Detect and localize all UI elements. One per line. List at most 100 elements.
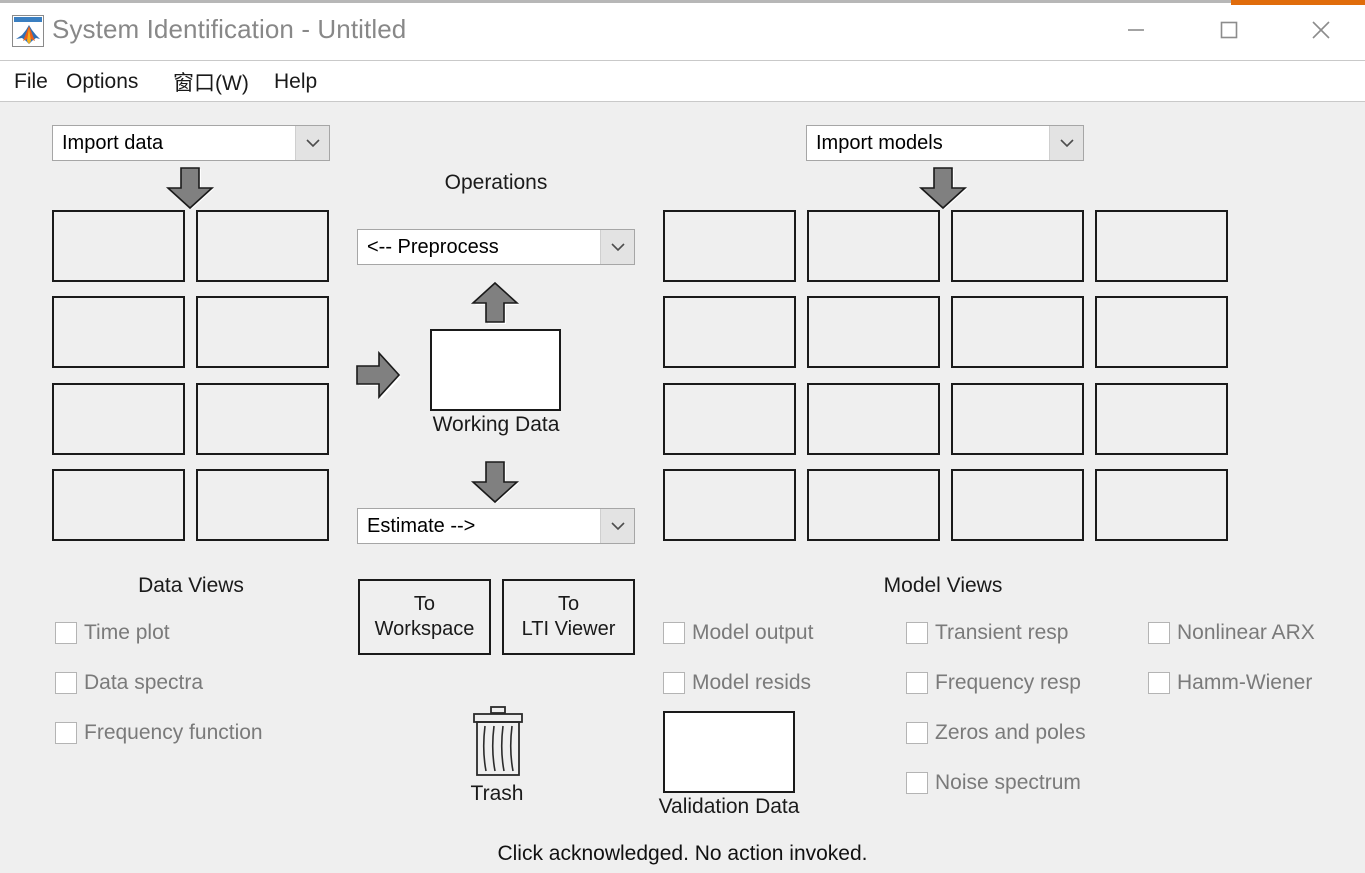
checkbox-box[interactable]	[663, 672, 685, 694]
menu-bar: File Options 窗口(W) Help	[0, 60, 1365, 102]
main-content: Import data Data Views Time plot Dat	[0, 103, 1365, 873]
checkbox-box[interactable]	[1148, 672, 1170, 694]
checkbox-data-spectra[interactable]: Data spectra	[55, 671, 203, 695]
chevron-down-icon[interactable]	[1049, 126, 1083, 160]
checkbox-label: Noise spectrum	[935, 771, 1081, 794]
close-icon[interactable]	[1291, 0, 1351, 60]
data-cell[interactable]	[52, 383, 185, 455]
working-data-box[interactable]	[430, 329, 561, 411]
data-cell[interactable]	[196, 469, 329, 541]
model-views-title: Model Views	[883, 574, 1003, 597]
to-lti-viewer-button[interactable]: To LTI Viewer	[502, 579, 635, 655]
checkbox-model-resids[interactable]: Model resids	[663, 671, 811, 695]
arrow-up-icon	[468, 281, 526, 330]
checkbox-label: Frequency function	[84, 721, 263, 744]
validation-data-label: Validation Data	[658, 795, 800, 818]
checkbox-box[interactable]	[1148, 622, 1170, 644]
minimize-icon[interactable]	[1106, 0, 1166, 60]
model-cell[interactable]	[663, 296, 796, 368]
trash-icon[interactable]	[467, 706, 529, 783]
checkbox-box[interactable]	[55, 672, 77, 694]
estimate-dropdown[interactable]: Estimate -->	[357, 508, 635, 544]
chevron-down-icon[interactable]	[600, 509, 634, 543]
estimate-value: Estimate -->	[367, 514, 476, 537]
model-cell[interactable]	[1095, 210, 1228, 282]
preprocess-dropdown[interactable]: <-- Preprocess	[357, 229, 635, 265]
data-cell[interactable]	[196, 296, 329, 368]
checkbox-box[interactable]	[55, 722, 77, 744]
checkbox-time-plot[interactable]: Time plot	[55, 621, 170, 645]
menu-item-window[interactable]: 窗口(W)	[173, 71, 249, 95]
to-lti-viewer-line2: LTI Viewer	[521, 618, 616, 640]
checkbox-nonlinear-arx[interactable]: Nonlinear ARX	[1148, 621, 1315, 645]
chevron-down-icon[interactable]	[295, 126, 329, 160]
checkbox-box[interactable]	[906, 722, 928, 744]
validation-data-box[interactable]	[663, 711, 795, 793]
menu-item-help[interactable]: Help	[274, 69, 318, 93]
to-workspace-line1: To	[413, 593, 436, 615]
checkbox-label: Nonlinear ARX	[1177, 621, 1315, 644]
checkbox-label: Transient resp	[935, 621, 1069, 644]
data-cell[interactable]	[52, 296, 185, 368]
model-cell[interactable]	[951, 210, 1084, 282]
checkbox-box[interactable]	[906, 672, 928, 694]
checkbox-label: Data spectra	[84, 671, 204, 694]
model-cell[interactable]	[663, 210, 796, 282]
model-cell[interactable]	[807, 296, 940, 368]
window-title: System Identification - Untitled	[52, 14, 407, 44]
checkbox-box[interactable]	[55, 622, 77, 644]
checkbox-box[interactable]	[906, 772, 928, 794]
menu-item-options[interactable]: Options	[66, 69, 139, 93]
model-cell[interactable]	[951, 469, 1084, 541]
chevron-down-icon[interactable]	[600, 230, 634, 264]
operations-title: Operations	[444, 171, 548, 194]
arrow-down-icon	[916, 167, 974, 216]
to-workspace-line2: Workspace	[374, 618, 475, 640]
data-cell[interactable]	[52, 210, 185, 282]
data-cell[interactable]	[196, 383, 329, 455]
model-cell[interactable]	[807, 210, 940, 282]
model-cell[interactable]	[807, 469, 940, 541]
checkbox-label: Model resids	[692, 671, 812, 694]
checkbox-box[interactable]	[663, 622, 685, 644]
data-cell[interactable]	[196, 210, 329, 282]
arrow-down-icon	[163, 167, 221, 216]
checkbox-label: Time plot	[84, 621, 170, 644]
checkbox-box[interactable]	[906, 622, 928, 644]
import-data-dropdown[interactable]: Import data	[52, 125, 330, 161]
checkbox-transient-resp[interactable]: Transient resp	[906, 621, 1068, 645]
to-workspace-button[interactable]: To Workspace	[358, 579, 491, 655]
import-models-dropdown[interactable]: Import models	[806, 125, 1084, 161]
model-cell[interactable]	[663, 469, 796, 541]
model-cell[interactable]	[663, 383, 796, 455]
working-data-label: Working Data	[432, 413, 560, 436]
model-cell[interactable]	[951, 383, 1084, 455]
status-message: Click acknowledged. No action invoked.	[497, 842, 868, 865]
menu-item-file[interactable]: File	[14, 69, 48, 93]
model-cell[interactable]	[807, 383, 940, 455]
window-top-border	[0, 0, 1231, 3]
checkbox-model-output[interactable]: Model output	[663, 621, 813, 645]
import-data-value: Import data	[62, 131, 164, 154]
checkbox-noise-spectrum[interactable]: Noise spectrum	[906, 771, 1081, 795]
data-cell[interactable]	[52, 469, 185, 541]
checkbox-label: Zeros and poles	[935, 721, 1086, 744]
model-cell[interactable]	[1095, 469, 1228, 541]
arrow-down-icon	[468, 461, 526, 510]
checkbox-hamm-wiener[interactable]: Hamm-Wiener	[1148, 671, 1312, 695]
logo-titlebar-stripe	[14, 17, 42, 22]
model-cell[interactable]	[1095, 296, 1228, 368]
title-bar: System Identification - Untitled	[0, 0, 1365, 60]
import-models-value: Import models	[816, 131, 943, 154]
checkbox-frequency-function[interactable]: Frequency function	[55, 721, 263, 745]
checkbox-zeros-and-poles[interactable]: Zeros and poles	[906, 721, 1086, 745]
model-cell[interactable]	[1095, 383, 1228, 455]
matlab-logo-icon	[12, 15, 44, 47]
model-cell[interactable]	[951, 296, 1084, 368]
data-views-title: Data Views	[138, 574, 244, 597]
checkbox-label: Frequency resp	[935, 671, 1081, 694]
preprocess-value: <-- Preprocess	[367, 235, 499, 258]
checkbox-frequency-resp[interactable]: Frequency resp	[906, 671, 1081, 695]
maximize-icon[interactable]	[1199, 0, 1259, 60]
